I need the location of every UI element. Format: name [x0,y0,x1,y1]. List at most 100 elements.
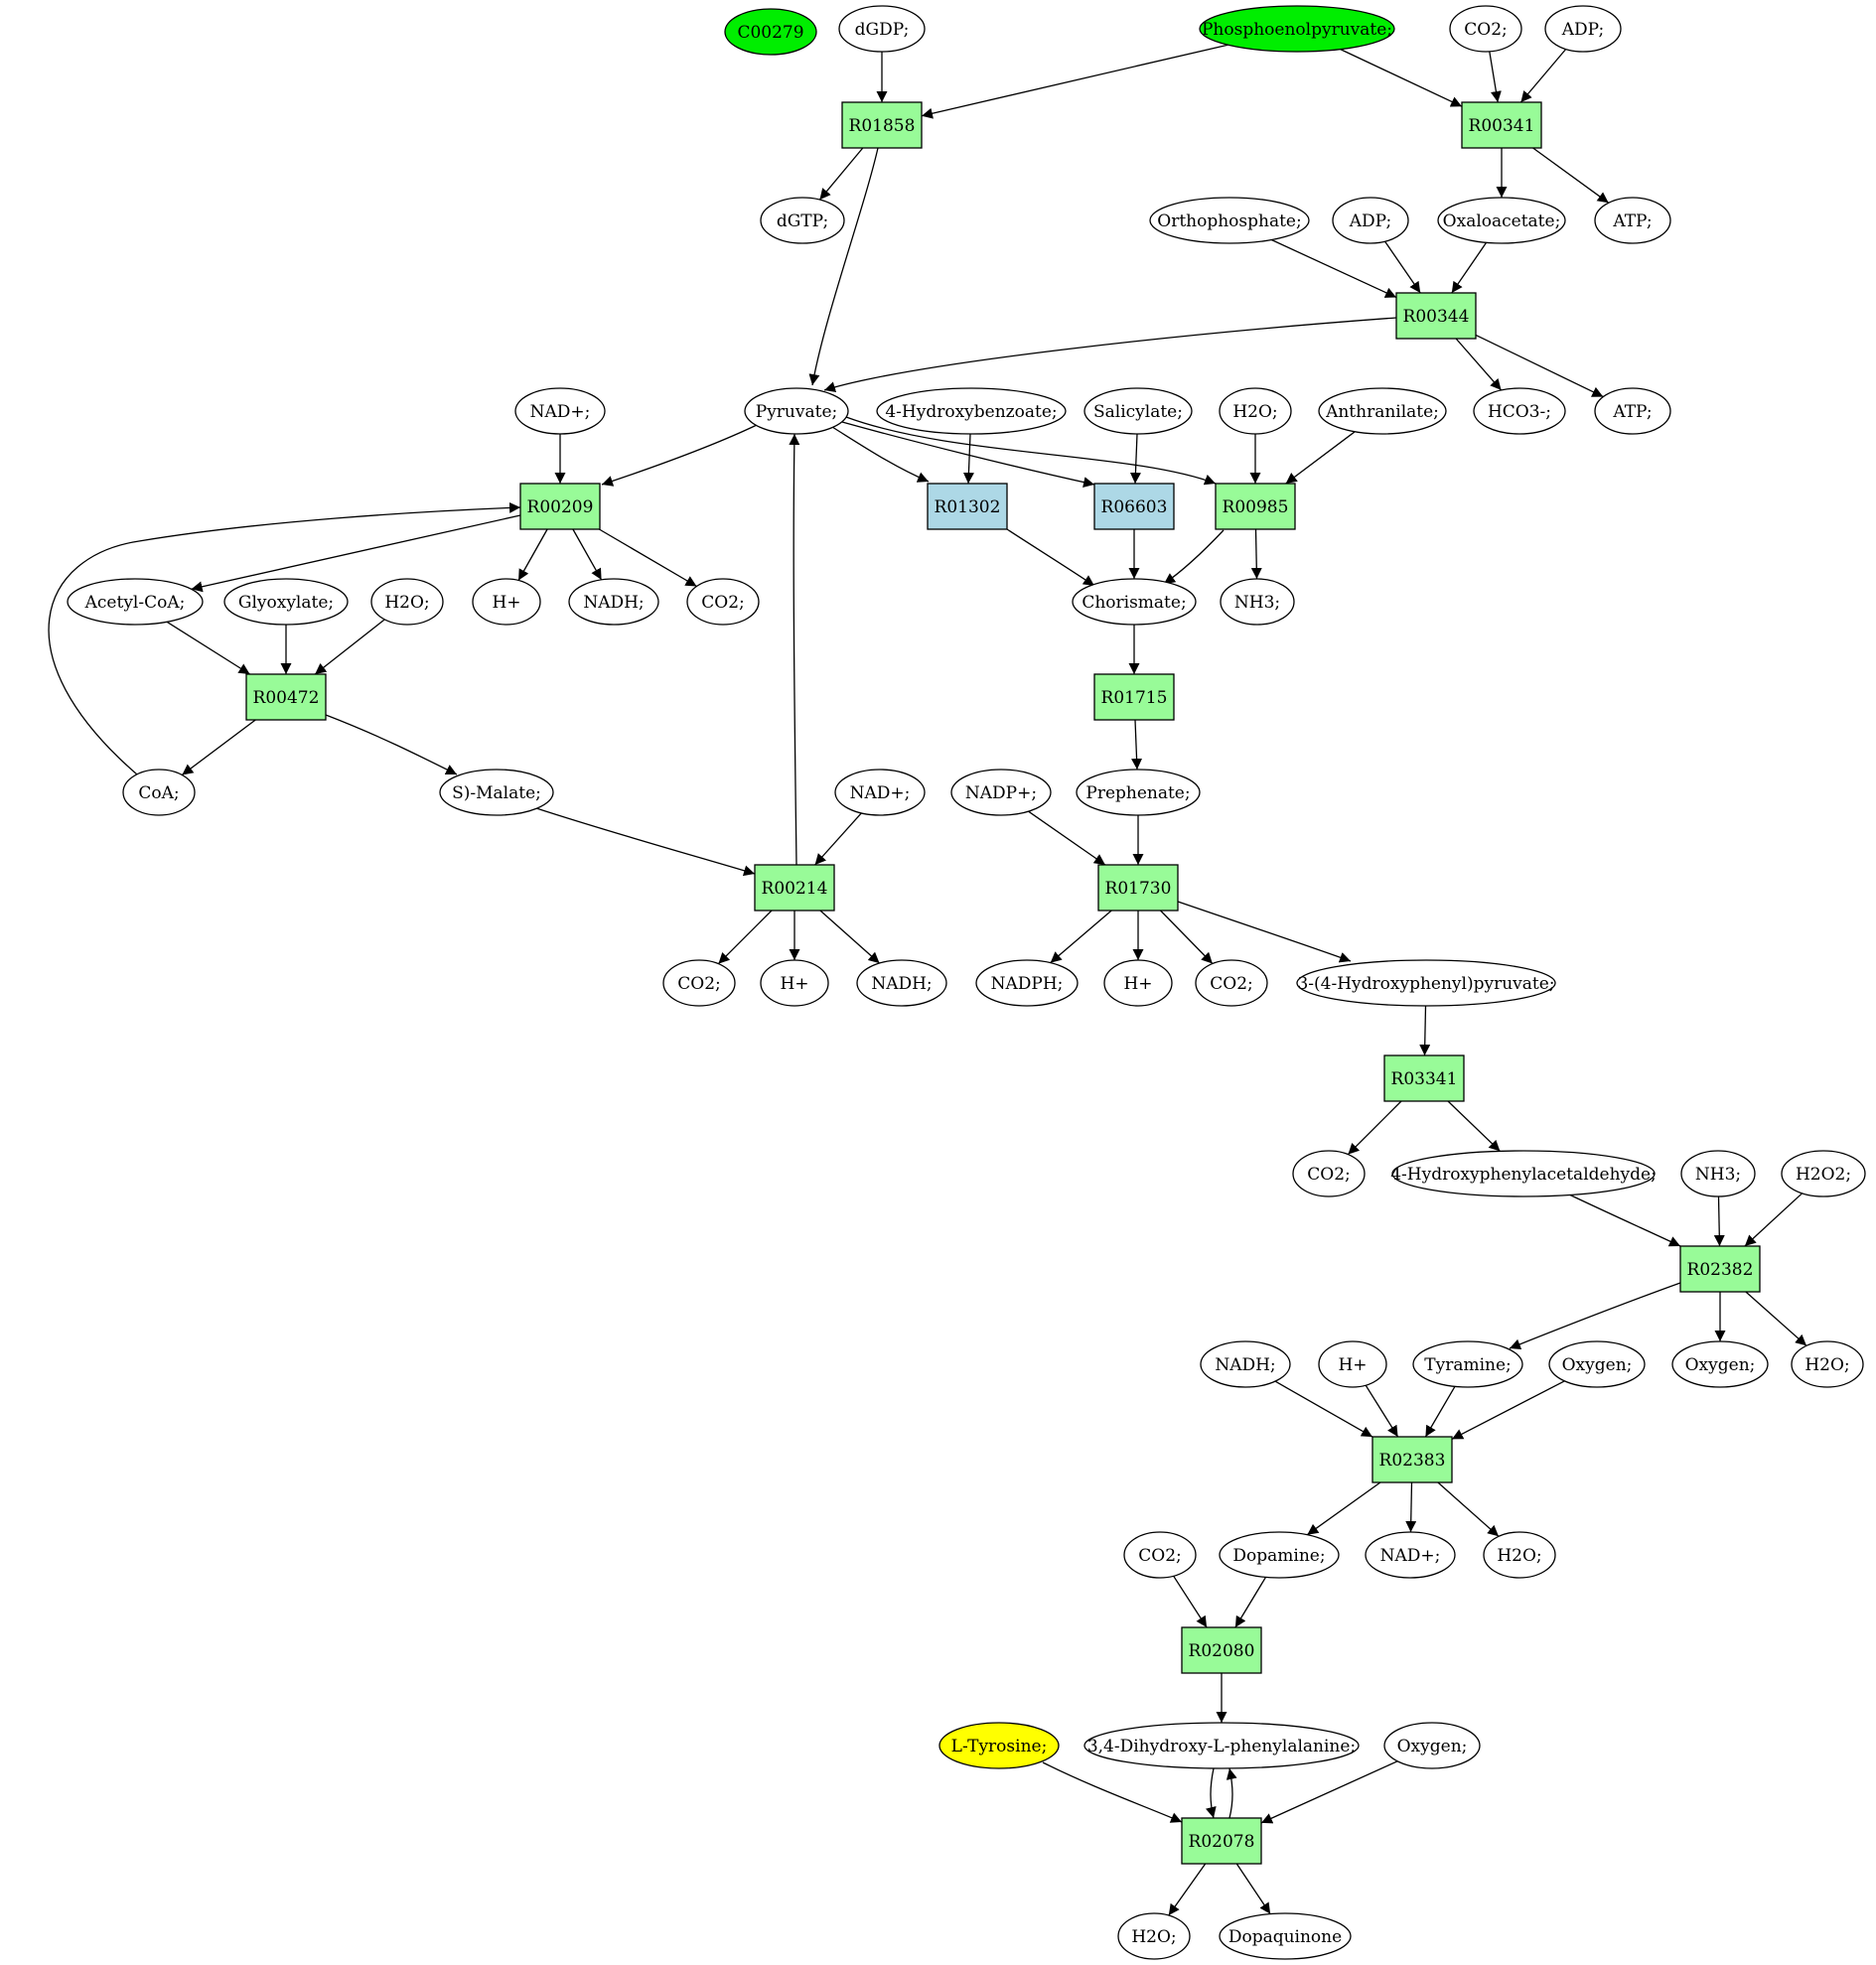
compound-ellipse [1200,1340,1291,1388]
compound-node-co2_4: CO2; [1195,959,1268,1007]
reaction-node-r02382: R02382 [1679,1245,1761,1293]
node-label: H+ [780,974,808,994]
compound-ellipse [1781,1150,1866,1197]
compound-node-co2_3: CO2; [662,959,736,1007]
compound-ellipse [1544,5,1622,53]
compound-node-tyramine: Tyramine; [1412,1340,1523,1388]
edge-r02382-to-tyramine [1509,1282,1681,1350]
edge-r00341-to-atp_1 [1532,147,1610,204]
node-label: Tyramine; [1424,1355,1512,1375]
node-label: H+ [492,593,520,613]
node-label: dGDP; [855,20,910,40]
compound-ellipse [856,959,947,1007]
edge-h2o_2-to-r00472 [314,619,385,675]
edge-anthranilate-to-r00985 [1285,431,1356,485]
node-label: Orthophosphate; [1157,211,1301,231]
compound-node-nad_1: NAD+; [514,387,606,435]
compound-node-adp_2: ADP; [1332,197,1409,244]
compound-node-glyoxylate: Glyoxylate; [223,578,349,626]
compound-node-anthranilate: Anthranilate; [1318,387,1447,435]
reaction-box [1461,101,1542,149]
node-label: H+ [1123,974,1152,994]
compound-ellipse [1473,387,1566,435]
compound-ellipse [1332,197,1409,244]
reaction-box [754,864,835,912]
compound-node-salicylate: Salicylate; [1083,387,1193,435]
reaction-node-r00214: R00214 [754,864,835,912]
node-label: NAD+; [850,783,911,803]
compound-ellipse [1220,578,1295,626]
reaction-box [245,673,327,721]
edge-pyruvate-to-r00209 [601,424,758,487]
compound-ellipse [975,959,1079,1007]
compound-ellipse [1680,1150,1756,1197]
node-label: ATP; [1612,211,1652,231]
node-label: CoA; [138,783,179,803]
compound-node-nadph: NADPH; [975,959,1079,1007]
compound-node-adp_1: ADP; [1544,5,1622,53]
node-label: CO2; [1210,974,1253,994]
reaction-node-r02078: R02078 [1181,1817,1262,1865]
edge-r02382-to-h2o_3 [1745,1291,1807,1346]
compound-node-h2o_1: H2O; [1219,387,1292,435]
edge-r03341-to-hpa [1447,1100,1501,1152]
compound-ellipse [1318,387,1447,435]
node-label: CO2; [701,593,745,613]
reaction-node-r02383: R02383 [1371,1436,1453,1483]
compound-ellipse [1083,387,1193,435]
node-label: HCO3-; [1488,402,1551,422]
compound-ellipse [1123,1531,1197,1579]
node-label: Pyruvate; [756,402,837,422]
compound-ellipse [370,578,444,626]
compound-node-nadh_2: NADH; [856,959,947,1007]
edge-orthophosphate-to-r00344 [1271,238,1397,299]
node-label: ATP; [1612,402,1652,422]
edge-tyramine-to-r02383 [1424,1385,1456,1438]
node-label: NADH; [1215,1355,1275,1375]
reaction-box [1371,1436,1453,1483]
reaction-node-r00209: R00209 [519,483,601,530]
edge-r00344-to-hco3 [1455,338,1503,391]
node-label: Anthranilate; [1325,402,1439,422]
node-label: R01730 [1105,879,1172,899]
compound-ellipse [760,959,829,1007]
node-label: R00985 [1223,497,1289,517]
reaction-box [1181,1817,1262,1865]
node-label: Oxaloacetate; [1443,211,1561,231]
reaction-node-r01715: R01715 [1093,673,1175,721]
node-label: NAD+; [530,402,591,422]
compound-ellipse [1594,387,1671,435]
reaction-box [927,483,1008,530]
compound-node-nadh_3: NADH; [1200,1340,1291,1388]
node-label: H2O; [1232,402,1277,422]
reaction-node-r00985: R00985 [1215,483,1296,530]
edge-oxaloacetate-to-r00344 [1451,241,1488,294]
edge-r02383-to-dopamine [1306,1481,1381,1536]
node-label: ADP; [1349,211,1391,231]
node-label: R02080 [1189,1641,1255,1661]
compound-node-co2_5: CO2; [1292,1150,1366,1197]
node-label: NADPH; [991,974,1064,994]
node-label: R06603 [1101,497,1168,517]
edge-pyruvate-to-r00985 [845,416,1217,486]
edge-smalate-to-r00214 [535,807,756,877]
reaction-node-r01302: R01302 [927,483,1008,530]
node-label: NADH; [871,974,932,994]
reaction-node-r01730: R01730 [1097,864,1179,912]
compound-ellipse [223,578,349,626]
node-label: 3,4-Dihydroxy-L-phenylalanine; [1087,1737,1356,1756]
edge-hpp-to-r03341 [1419,1005,1431,1056]
node-label: R01715 [1101,688,1168,708]
edge-hplus_4-to-r02383 [1365,1384,1399,1438]
compound-node-dopaquinone: Dopaquinone [1219,1912,1352,1960]
edge-r01730-to-nadph [1050,910,1112,964]
compound-node-pyruvate: Pyruvate; [744,387,849,435]
node-label: R02383 [1379,1451,1446,1471]
node-label: ADP; [1561,20,1604,40]
compound-node-hpa: 4-Hydroxyphenylacetaldehyde; [1390,1150,1657,1197]
compound-ellipse [568,578,659,626]
reaction-node-r00472: R00472 [245,673,327,721]
compound-ellipse [760,197,845,244]
